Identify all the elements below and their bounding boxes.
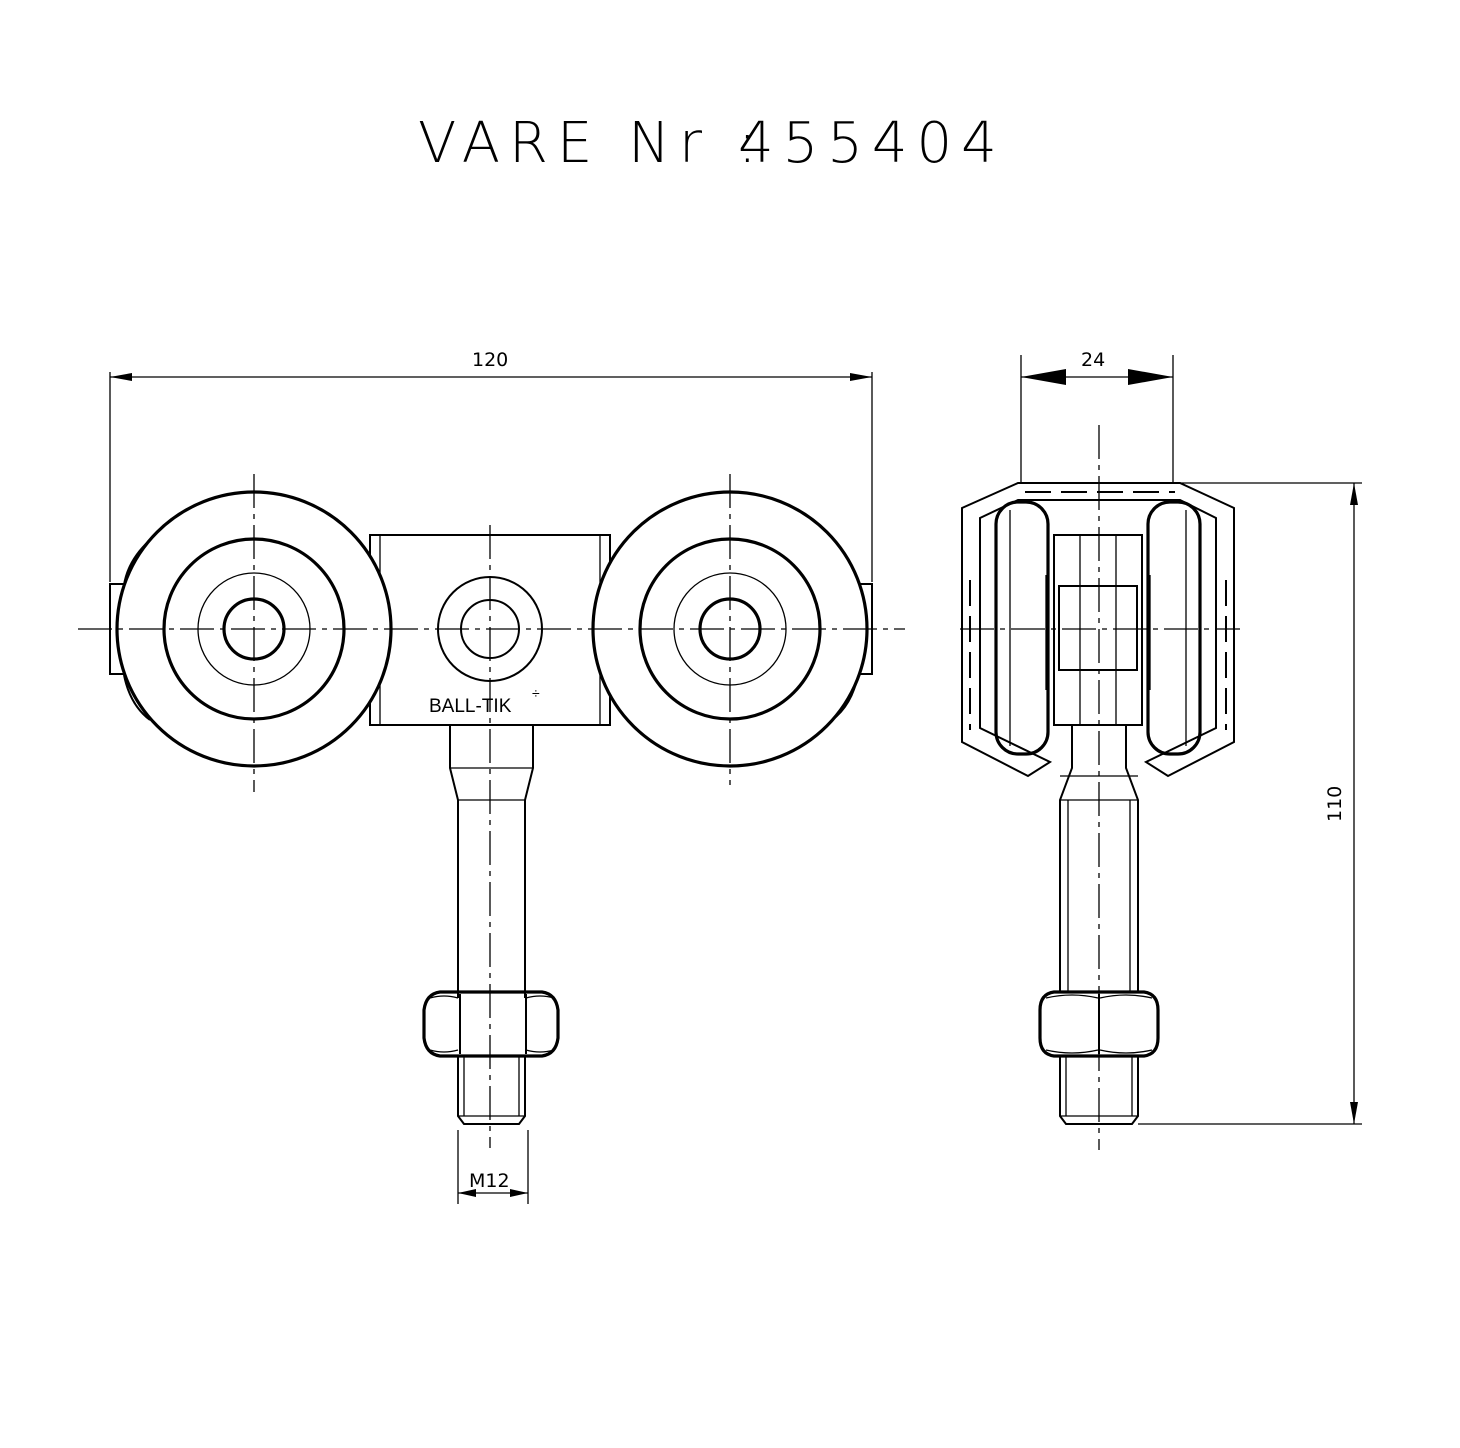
dimension-thread: M12	[457, 1130, 529, 1204]
dimension-120-text: 120	[472, 349, 508, 371]
dimension-110-text: 110	[1324, 786, 1346, 822]
track-profile	[961, 482, 1235, 778]
side-left-roller	[994, 500, 1050, 756]
brand-symbol: ÷	[532, 685, 540, 701]
drawing-title: VARE Nr : 455404	[418, 111, 1006, 176]
title-label: VARE Nr :	[418, 111, 766, 176]
side-right-roller	[1146, 500, 1202, 756]
bolt-shank	[449, 725, 534, 1125]
hex-nut-front	[422, 990, 560, 1058]
side-center-body	[1045, 534, 1151, 726]
dimension-m12-text: M12	[469, 1170, 510, 1192]
side-view: 24 110	[960, 349, 1362, 1150]
front-view: BALL-TIK ÷	[78, 349, 905, 1204]
dimension-overall-height: 110	[1138, 482, 1362, 1125]
brand-mark: BALL-TIK	[429, 696, 512, 717]
dimension-overall-width: 120	[109, 349, 873, 582]
dimension-side-width: 24	[1020, 349, 1174, 484]
side-bolt-shank	[1059, 725, 1139, 1125]
title-number: 455404	[738, 111, 1006, 176]
dimension-24-text: 24	[1081, 349, 1105, 371]
